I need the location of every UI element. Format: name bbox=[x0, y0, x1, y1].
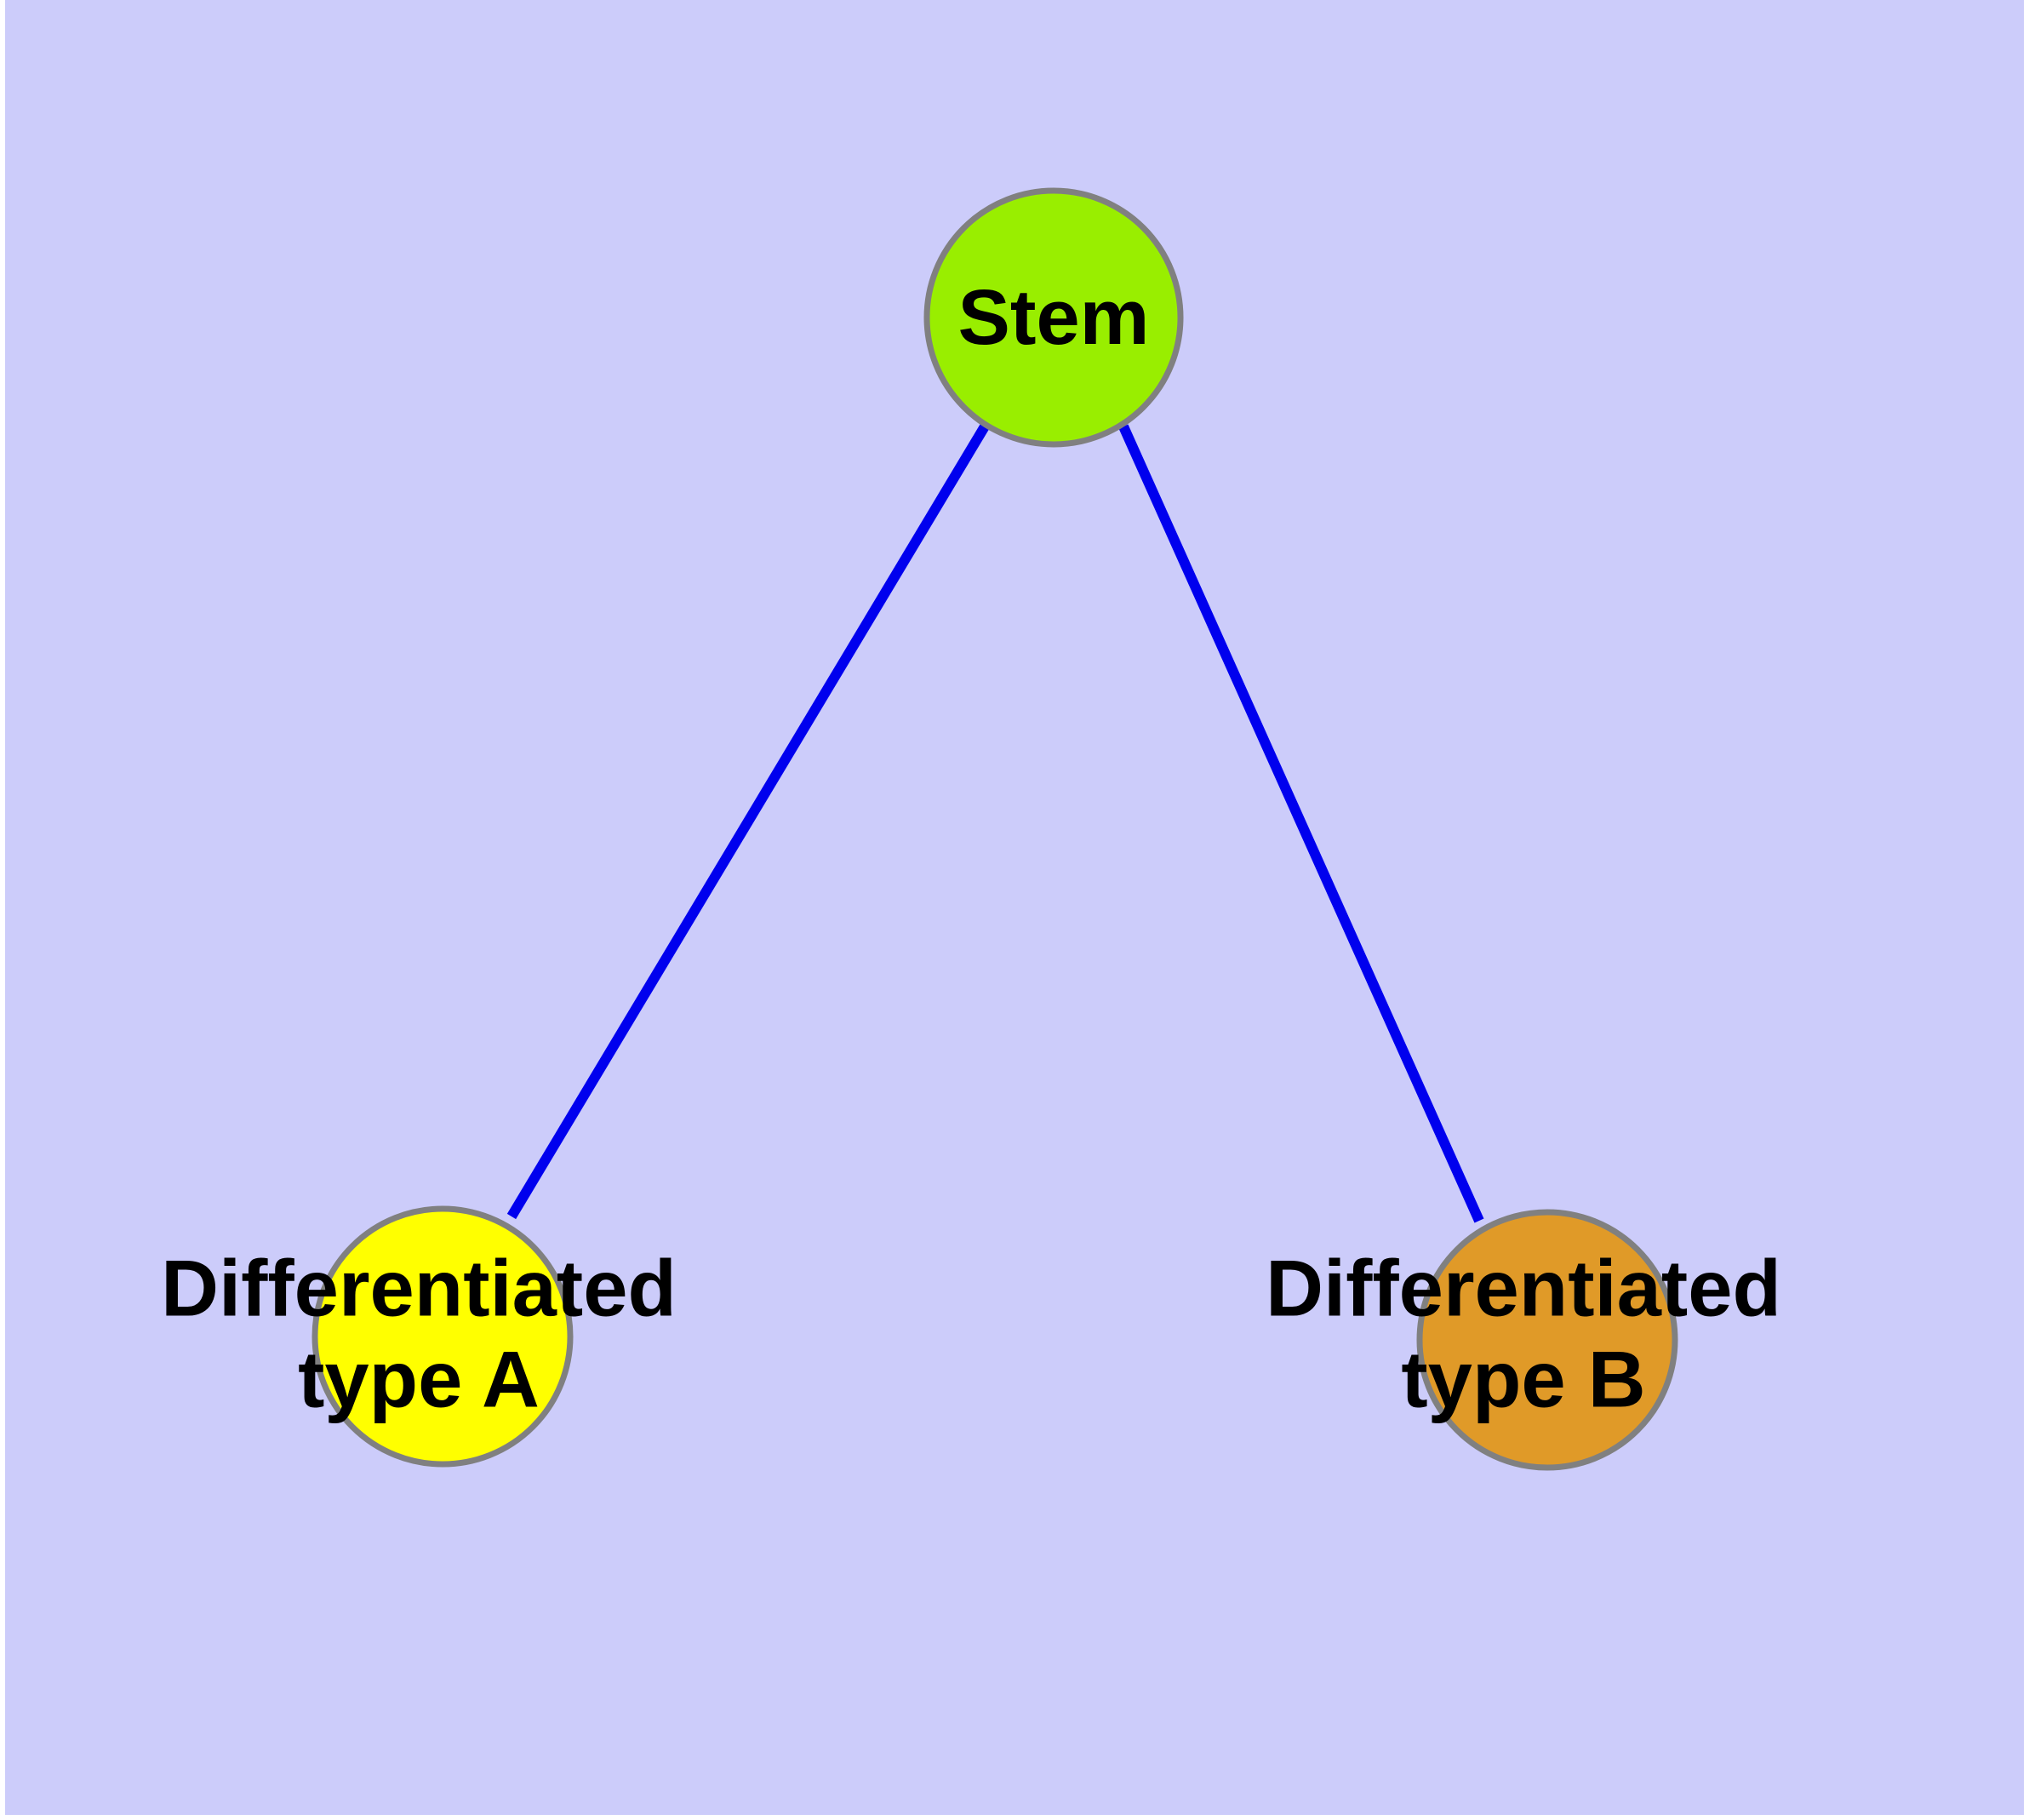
node-differentiated-type-a-circle[interactable] bbox=[311, 1205, 574, 1468]
node-differentiated-type-b[interactable] bbox=[1416, 1209, 1678, 1471]
node-differentiated-type-b-label-line2: type B bbox=[1401, 1335, 1645, 1424]
node-differentiated-type-a-label-line2: type A bbox=[298, 1335, 540, 1424]
node-stem-circle[interactable] bbox=[923, 187, 1184, 448]
node-differentiated-type-a-label-line1: Differentiated bbox=[161, 1244, 677, 1333]
node-stem-label: Stem bbox=[958, 274, 1150, 361]
node-label-layer: Differentiated type A Differentiated typ… bbox=[161, 1244, 1781, 1424]
edge-stem-to-differentiated-type-a[interactable] bbox=[506, 423, 990, 1220]
node-stem[interactable]: Stem bbox=[923, 187, 1184, 448]
node-differentiated-type-b-label-line1: Differentiated bbox=[1266, 1244, 1781, 1333]
node-differentiated-type-b-circle[interactable] bbox=[1416, 1209, 1678, 1471]
edge-layer bbox=[506, 423, 1484, 1223]
edge-stem-to-differentiated-type-b[interactable] bbox=[1118, 424, 1484, 1223]
node-differentiated-type-a[interactable] bbox=[311, 1205, 574, 1468]
